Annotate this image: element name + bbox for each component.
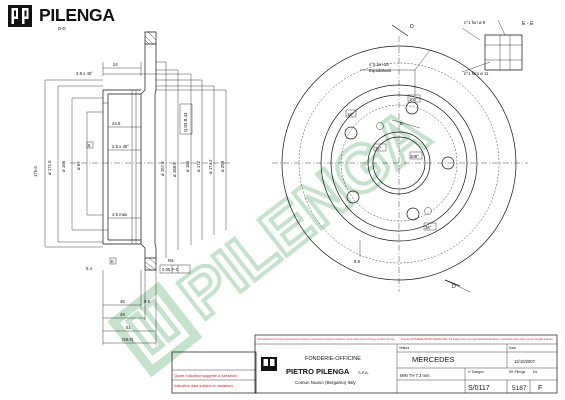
vehicle-label: Vettura bbox=[399, 346, 409, 350]
notice-english: Property of FONDERIE PIETRO PILENGA SPA.… bbox=[401, 337, 553, 341]
drawing-number: S/0117 bbox=[468, 385, 490, 392]
quota-note-en: Indicative data subject to variations bbox=[174, 384, 233, 388]
marker-d-bottom: D bbox=[452, 284, 456, 290]
edition-label: Ed. bbox=[533, 370, 538, 374]
foundry-line: FONDERIE-OFFICINE bbox=[305, 356, 361, 362]
dim-172: ø 172 bbox=[196, 160, 201, 172]
side-tag: Q.03 B.43 bbox=[183, 112, 188, 132]
marker-d-top: D bbox=[410, 24, 414, 30]
dim-45: 45 bbox=[120, 299, 125, 304]
dim-8-6: 8.6 bbox=[354, 259, 361, 264]
drawing-label: n° Disegno bbox=[468, 370, 484, 374]
edition-value: F bbox=[538, 385, 542, 392]
dim-24-5: 24.5 bbox=[112, 121, 121, 126]
cut-label: E - E bbox=[522, 21, 534, 27]
svg-text:PILENGA: PILENGA bbox=[165, 94, 442, 333]
dim-179: 179.6 bbox=[33, 166, 38, 177]
dim-top-chamfer: 3.5 x 45° bbox=[76, 71, 93, 76]
angle-72: 72° bbox=[375, 146, 382, 151]
pilenga-logo bbox=[8, 5, 32, 27]
dim-157: ø 157.5 bbox=[160, 161, 165, 176]
hole-note-3: n°1 foro ø 11 bbox=[464, 71, 489, 76]
dim-9-6: 9.6 bbox=[144, 299, 151, 304]
dim-outer: ø 258 bbox=[220, 160, 225, 172]
equidist-note: Equidistanti bbox=[369, 68, 391, 73]
vehicle-name: MERCEDES bbox=[412, 355, 455, 364]
company-location: Comun Nuovo (Bergamo) Italy bbox=[295, 380, 357, 385]
dim-67: ø 67 bbox=[76, 161, 81, 170]
angle-36: 36° bbox=[425, 225, 432, 230]
date-label: Data bbox=[509, 346, 516, 350]
dim-chamfer: 2.5 x 45° bbox=[112, 144, 129, 149]
quota-note-it: Quote indicative soggette a variazioni bbox=[174, 374, 237, 378]
company-name: PIETRO PILENGA bbox=[286, 367, 350, 376]
marker-e: E bbox=[111, 259, 114, 264]
angle-100: 100° bbox=[409, 97, 418, 102]
notice-italian: Proprietà della Fonderie Pietro Pilenga … bbox=[257, 337, 395, 341]
angle-18: 18° bbox=[347, 112, 354, 117]
marker-e-front: E bbox=[400, 121, 403, 126]
min-thickness: MIN TH 7.3 mm. bbox=[400, 373, 431, 378]
view-label: D-D bbox=[58, 26, 66, 31]
brand-name: PILENGA bbox=[39, 5, 115, 25]
hole-note-1: n°1 fori ø 9 bbox=[464, 20, 486, 25]
dim-186: ø 186 bbox=[185, 160, 190, 172]
dim-49: 49 bbox=[120, 312, 125, 317]
dim-6-4: 6.4 bbox=[86, 266, 93, 271]
section-view bbox=[44, 31, 232, 345]
dim-174: ø 174.2 bbox=[208, 159, 213, 174]
ref-label: Rif. Pilenga bbox=[509, 370, 526, 374]
ref-number: 5187 bbox=[512, 385, 527, 392]
marker-5: 5 bbox=[88, 143, 91, 148]
title-block bbox=[171, 334, 558, 394]
dim-max: 4.5 max bbox=[112, 212, 128, 217]
dim-51: 51 bbox=[126, 325, 131, 330]
dim-166: ø 166 bbox=[61, 160, 66, 172]
ra-label: Ra bbox=[168, 258, 174, 263]
dim-171: ø 171.5 bbox=[47, 160, 52, 175]
company-suffix: S.P.A. bbox=[358, 370, 369, 375]
date-value: 15/10/2007 bbox=[514, 359, 536, 364]
dim-55-5: (55.5) bbox=[122, 337, 134, 342]
front-view bbox=[272, 19, 528, 293]
angle-108: 108° bbox=[410, 154, 419, 159]
hole-note-2: n°5 fori 15 bbox=[369, 62, 389, 67]
dim-158: ø 158.5 bbox=[172, 162, 177, 177]
runout: 0.05 F-C bbox=[162, 267, 179, 272]
pilenga-watermark: PILENGA bbox=[107, 92, 444, 378]
dim-top-width: 24 bbox=[113, 62, 118, 67]
